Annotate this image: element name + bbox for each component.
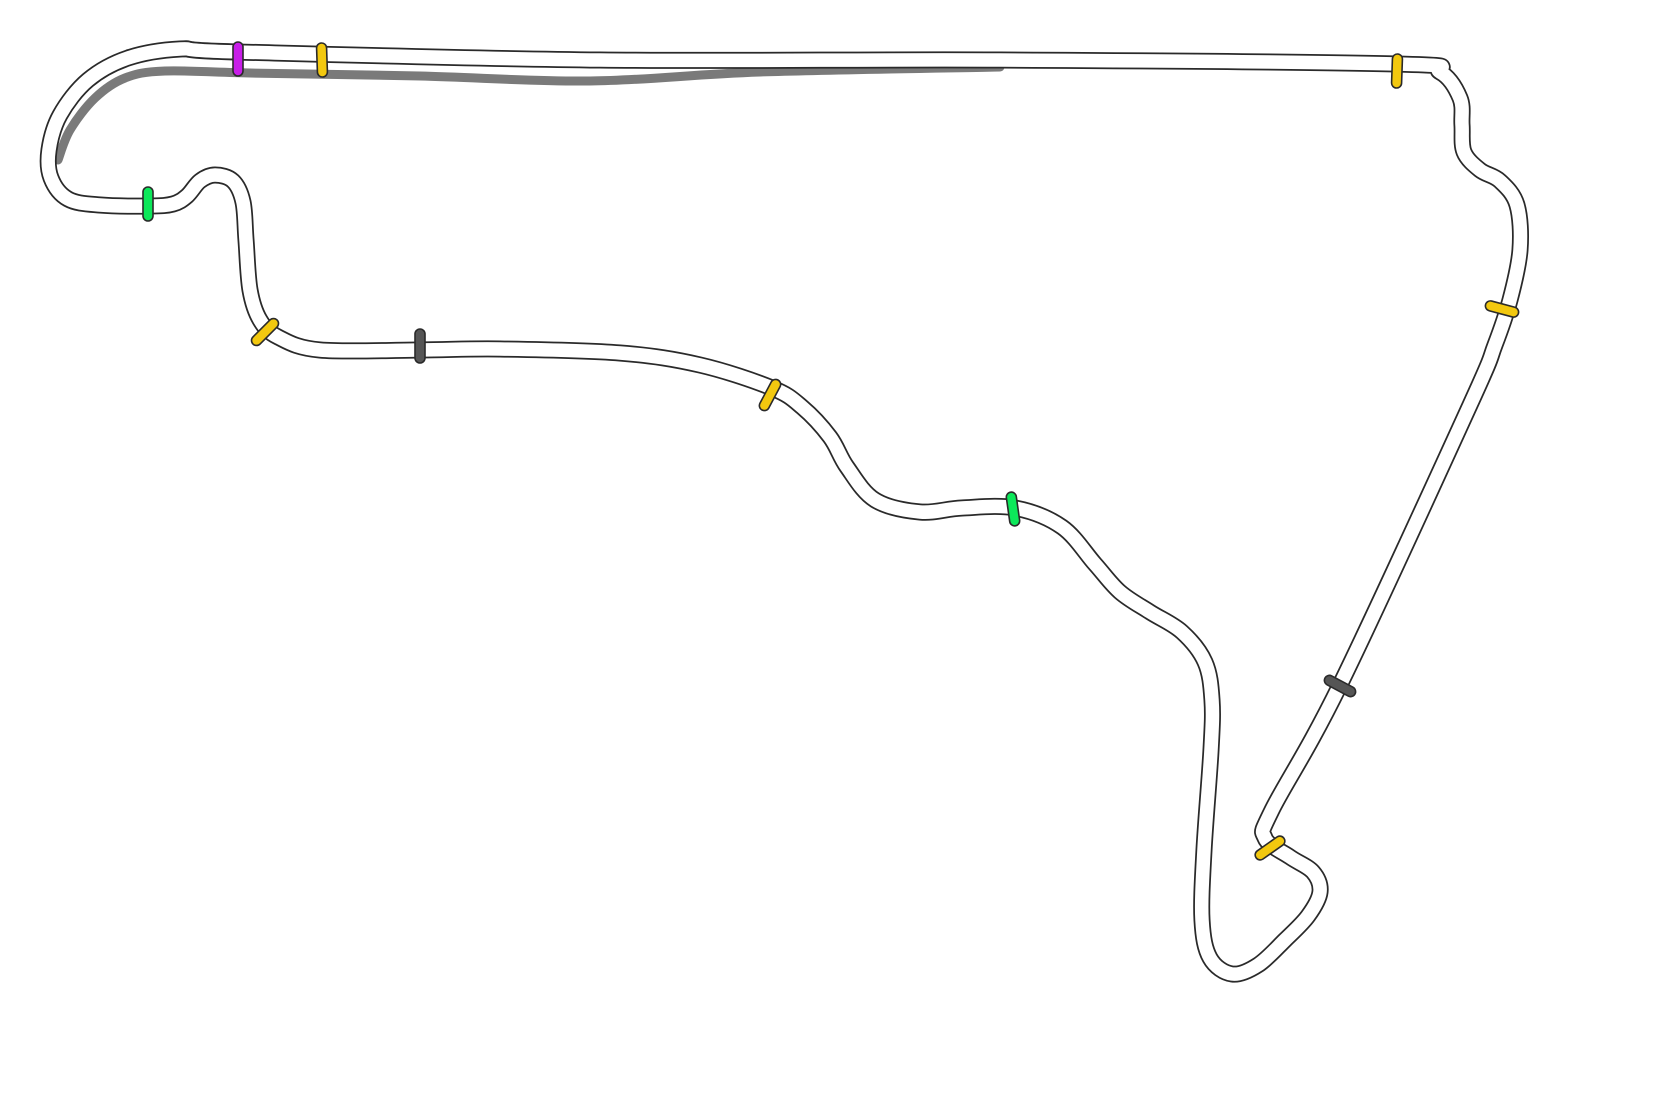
sector-marker-grey: [414, 328, 426, 364]
sector-marker-purple: [232, 41, 244, 77]
track-surface: [41, 41, 1528, 981]
pit-lane: [53, 62, 1005, 165]
sector-marker-green: [142, 186, 154, 222]
sector-marker-yellow: [1254, 835, 1286, 861]
sector-marker-yellow: [758, 378, 782, 412]
sector-marker-grey: [1323, 674, 1357, 698]
sector-marker-yellow: [1390, 53, 1404, 89]
track-outline: [39, 40, 1529, 983]
sector-marker-yellow: [315, 42, 329, 78]
sector-marker-yellow: [1484, 300, 1520, 318]
sector-markers: [142, 41, 1520, 861]
sector-marker-green: [1005, 491, 1021, 527]
sector-marker-yellow: [250, 317, 280, 347]
